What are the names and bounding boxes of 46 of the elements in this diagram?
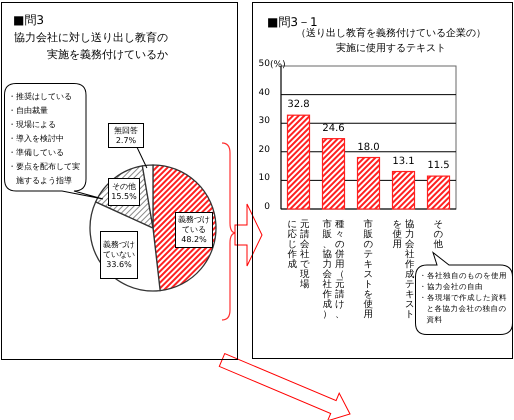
- category-label: 元請会社で現場に応じ作成: [286, 220, 310, 290]
- question-panel: [1, 2, 238, 360]
- tick-label: 30: [258, 116, 270, 126]
- value-label: 11.5: [426, 160, 451, 172]
- tick-label: 0: [263, 202, 270, 212]
- panel-heading: ■問3－1: [267, 14, 318, 29]
- tick-label: 50: [258, 59, 270, 69]
- label-text: 15.5%: [110, 192, 138, 202]
- slice-label: [108, 123, 144, 148]
- leader-line: [136, 146, 148, 168]
- speech-callout: [4, 83, 104, 200]
- label-text: 義務づけている: [177, 215, 211, 235]
- block-arrow: [234, 204, 263, 266]
- label-text: その他: [111, 182, 137, 192]
- tick-label: 10: [258, 173, 270, 184]
- bullet-item: ・準備している: [8, 147, 65, 159]
- bullet-item: ・現場による: [8, 119, 57, 131]
- value-label: 32.8: [286, 99, 311, 110]
- panel-heading: ■問3: [13, 12, 44, 29]
- label-text: 2.7%: [114, 136, 138, 146]
- slice-label: [175, 212, 213, 248]
- category-label: 市販のテキストを使用: [362, 220, 374, 320]
- block-arrow: [218, 352, 351, 420]
- question-panel: [252, 2, 513, 359]
- label-text: 33.6%: [105, 260, 133, 270]
- axis-unit: (%): [270, 60, 286, 70]
- category-label: 協力会社作成テキストを使用: [392, 220, 416, 320]
- label-text: 義務づけていない: [102, 240, 136, 260]
- bullet-item: ・自由裁量: [8, 105, 49, 117]
- value-label: 13.1: [391, 156, 416, 167]
- speech-callout: [415, 252, 513, 335]
- bullet-item: ・導入を検討中: [8, 133, 65, 145]
- slice-label: [108, 178, 140, 206]
- category-label: 種々の併用（元請け、市販、協力会社作成）: [322, 220, 346, 320]
- bullet-item: ・要点を配布して実施するよう指導: [8, 161, 81, 186]
- category-label: その他: [432, 220, 444, 250]
- value-label: 18.0: [356, 142, 381, 153]
- label-text: 無回答: [113, 126, 139, 136]
- question-text: 協力会社に対し送り出し教育の実施を義務付けているか: [13, 30, 168, 63]
- question-text: （送り出し教育を義務付けている企業の）実施に使用するテキスト: [295, 26, 487, 56]
- slice-label: [100, 231, 138, 279]
- bullet-item: ・推奨はしている: [8, 91, 73, 103]
- label-text: 48.2%: [180, 235, 208, 245]
- tick-label: 40: [258, 88, 270, 98]
- value-label: 24.6: [321, 122, 346, 134]
- tick-label: 20: [258, 144, 270, 155]
